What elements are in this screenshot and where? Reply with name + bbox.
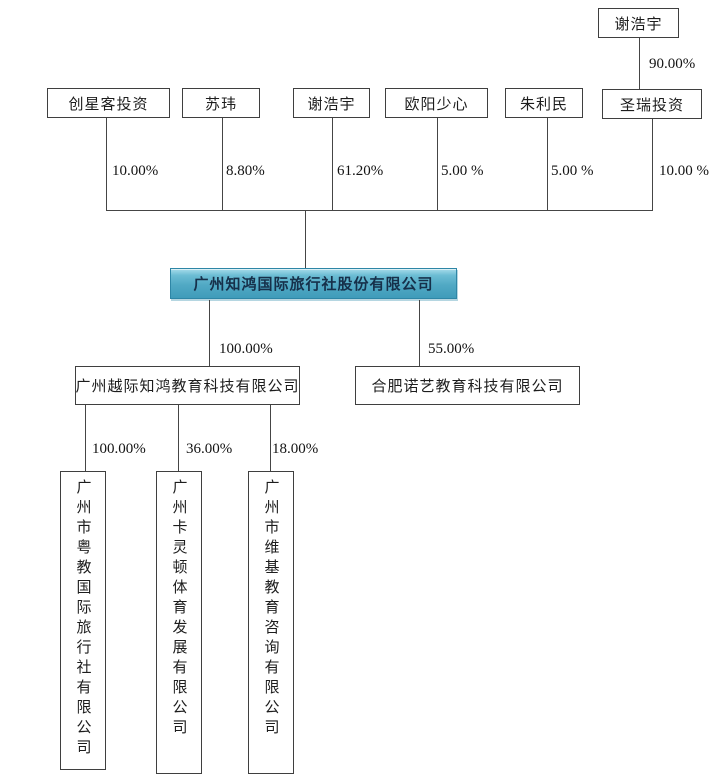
connector-line xyxy=(178,405,179,471)
grandchild-box-1-label: 广州卡灵顿体育发展有限公司 xyxy=(170,479,187,739)
ownership-label-1: 8.80% xyxy=(226,163,265,179)
ownership-label-3: 5.00 % xyxy=(441,163,484,179)
shareholder-box-2: 谢浩宇 xyxy=(293,88,370,118)
shareholder-box-4: 朱利民 xyxy=(505,88,583,118)
ownership-label-0: 10.00% xyxy=(112,163,159,179)
grandchild-box-2-label: 广州市维基教育咨询有限公司 xyxy=(262,479,279,739)
connector-line xyxy=(547,118,548,211)
connector-line xyxy=(270,405,271,471)
connector-bus-line xyxy=(106,210,653,211)
ownership-label-2: 61.20% xyxy=(337,163,384,179)
ownership-label-subsidiary-1: 55.00% xyxy=(428,341,475,357)
connector-line xyxy=(106,118,107,211)
connector-line xyxy=(639,38,640,89)
connector-line xyxy=(209,300,210,366)
ownership-label-grandchild-1: 36.00% xyxy=(186,441,233,457)
ownership-label-5: 10.00 % xyxy=(659,163,709,179)
grandchild-box-0-label: 广州市粤教国际旅行社有限公司 xyxy=(74,479,91,759)
ownership-label-subsidiary-0: 100.00% xyxy=(219,341,273,357)
shareholder-box-1: 苏玮 xyxy=(182,88,260,118)
connector-line xyxy=(652,119,653,211)
shareholder-box-3: 欧阳少心 xyxy=(385,88,488,118)
ownership-label-grandchild-0: 100.00% xyxy=(92,441,146,457)
grandchild-box-1: 广州卡灵顿体育发展有限公司 xyxy=(156,471,202,774)
connector-line xyxy=(437,118,438,211)
connector-line xyxy=(305,211,306,268)
connector-line xyxy=(222,118,223,211)
subsidiary-box-1: 合肥诺艺教育科技有限公司 xyxy=(355,366,580,405)
shareholder-box-grandparent: 谢浩宇 xyxy=(598,8,679,38)
connector-line xyxy=(332,118,333,211)
ownership-label-grandparent: 90.00% xyxy=(649,56,696,72)
shareholder-box-0: 创星客投资 xyxy=(47,88,170,118)
grandchild-box-2: 广州市维基教育咨询有限公司 xyxy=(248,471,294,774)
ownership-label-grandchild-2: 18.00% xyxy=(272,441,319,457)
main-company-box: 广州知鸿国际旅行社股份有限公司 xyxy=(170,268,457,299)
subsidiary-box-0: 广州越际知鸿教育科技有限公司 xyxy=(75,366,300,405)
ownership-label-4: 5.00 % xyxy=(551,163,594,179)
connector-line xyxy=(85,405,86,471)
grandchild-box-0: 广州市粤教国际旅行社有限公司 xyxy=(60,471,106,770)
shareholder-box-5: 圣瑞投资 xyxy=(602,89,702,119)
connector-line xyxy=(419,300,420,366)
